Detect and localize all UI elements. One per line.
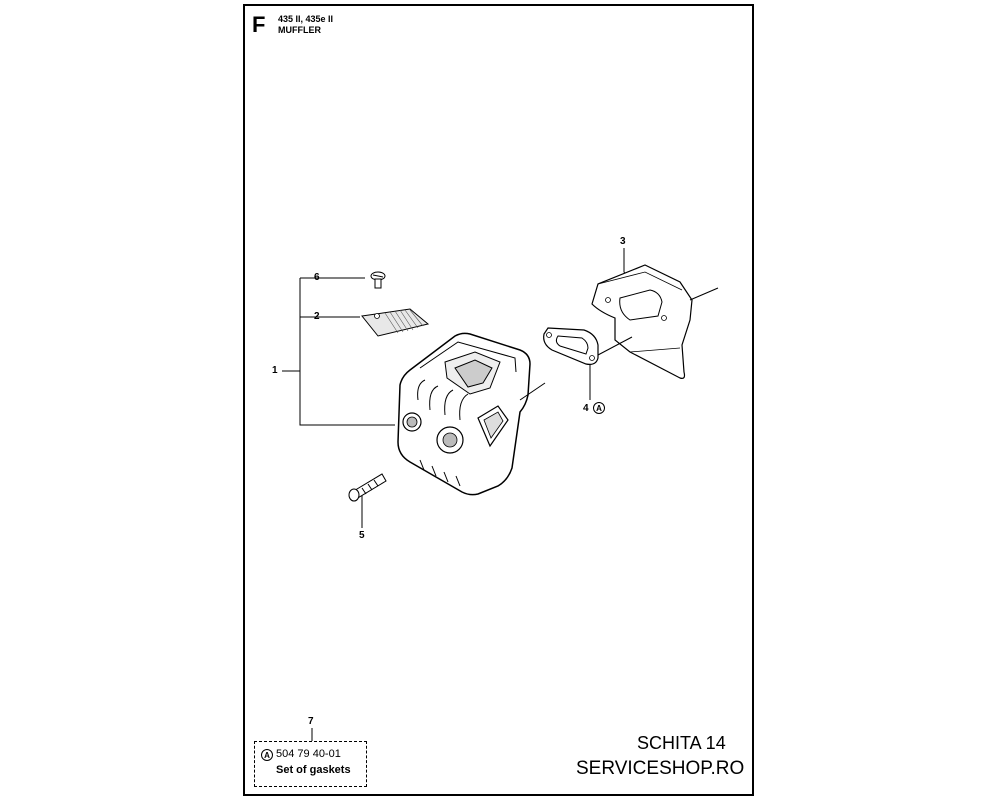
- callout-3: 3: [620, 236, 626, 247]
- footer-site-label: SERVICESHOP.RO: [576, 758, 745, 779]
- footer-sheet-label: SCHITA 14: [637, 733, 726, 753]
- callout-4: 4: [583, 403, 589, 414]
- callout-1: 1: [272, 365, 278, 376]
- kit-name: Set of gaskets: [276, 764, 351, 776]
- plate-part-2: [361, 308, 430, 337]
- ref-marker-a: A: [593, 402, 605, 414]
- gasket-part-4: [543, 327, 599, 365]
- muffler-body-part-1: [397, 332, 531, 496]
- callout-5: 5: [359, 530, 365, 541]
- callout-6: 6: [314, 272, 320, 283]
- callout-7: 7: [308, 716, 314, 727]
- heat-shield-part-3: [591, 264, 693, 379]
- drawing-sheet-border: [243, 4, 754, 796]
- gasket-kit-box: [254, 741, 367, 787]
- model-list: 435 II, 435e II: [278, 14, 334, 24]
- screw-part-6: [370, 271, 386, 289]
- kit-marker-a: A: [261, 749, 273, 761]
- callout-2: 2: [314, 311, 320, 322]
- kit-part-number: 504 79 40-01: [276, 748, 341, 760]
- page-title: MUFFLER: [278, 25, 321, 35]
- bolt-part-5: [348, 473, 387, 502]
- section-letter: F: [252, 12, 266, 37]
- leader-group-1: [299, 278, 395, 426]
